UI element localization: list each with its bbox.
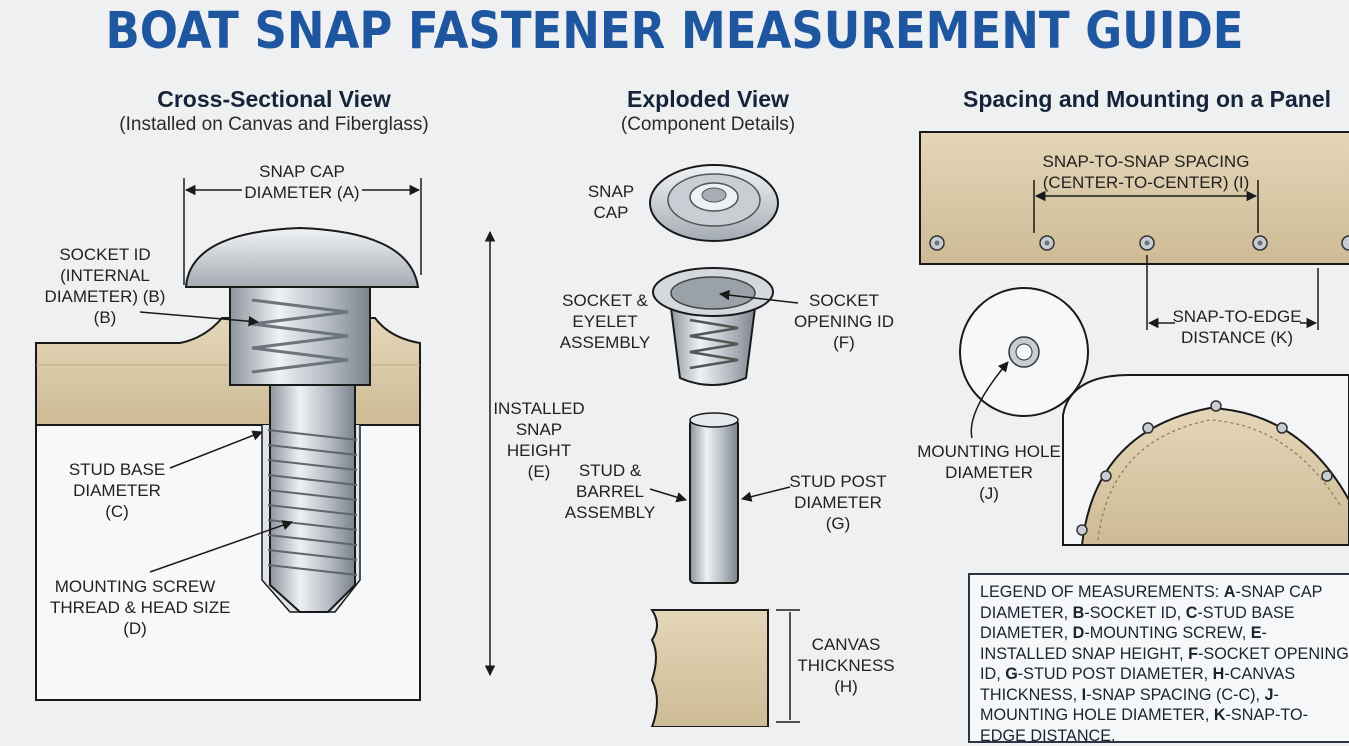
panel-snap — [1341, 235, 1349, 251]
cross-section-title: Cross-Sectional View — [157, 86, 391, 112]
legend-prefix: LEGEND OF MEASUREMENTS: — [980, 583, 1224, 601]
snap-cap-dome — [184, 226, 420, 288]
exploded-subtitle: (Component Details) — [620, 114, 796, 135]
page-title: BOAT SNAP FASTENER MEASUREMENT GUIDE — [105, 0, 1244, 61]
spring — [251, 298, 349, 374]
legend-box — [968, 573, 1349, 743]
diagram-canvas — [35, 131, 1349, 727]
stud-screw — [269, 384, 356, 613]
exploded-canvas — [650, 609, 769, 727]
label-socket-id: SOCKET ID(INTERNAL DIAMETER) (B)(B) — [44, 245, 166, 327]
socket-body — [229, 284, 371, 386]
spacing-panel — [919, 131, 1349, 546]
cross-section — [35, 178, 496, 701]
exploded-title: Exploded View — [627, 86, 789, 112]
label-snap-spacing: SNAP-TO-SNAP SPACING(CENTER-TO-CENTER) (… — [1042, 152, 1250, 192]
exploded-view — [649, 164, 800, 727]
exploded-stud — [689, 419, 739, 584]
cross-section-subtitle: (Installed on Canvas and Fiberglass) — [119, 114, 429, 135]
legend-text: LEGEND OF MEASUREMENTS: A-SNAP CAP DIAME… — [980, 583, 1349, 745]
spacing-title: Spacing and Mounting on a Panel — [962, 86, 1331, 112]
